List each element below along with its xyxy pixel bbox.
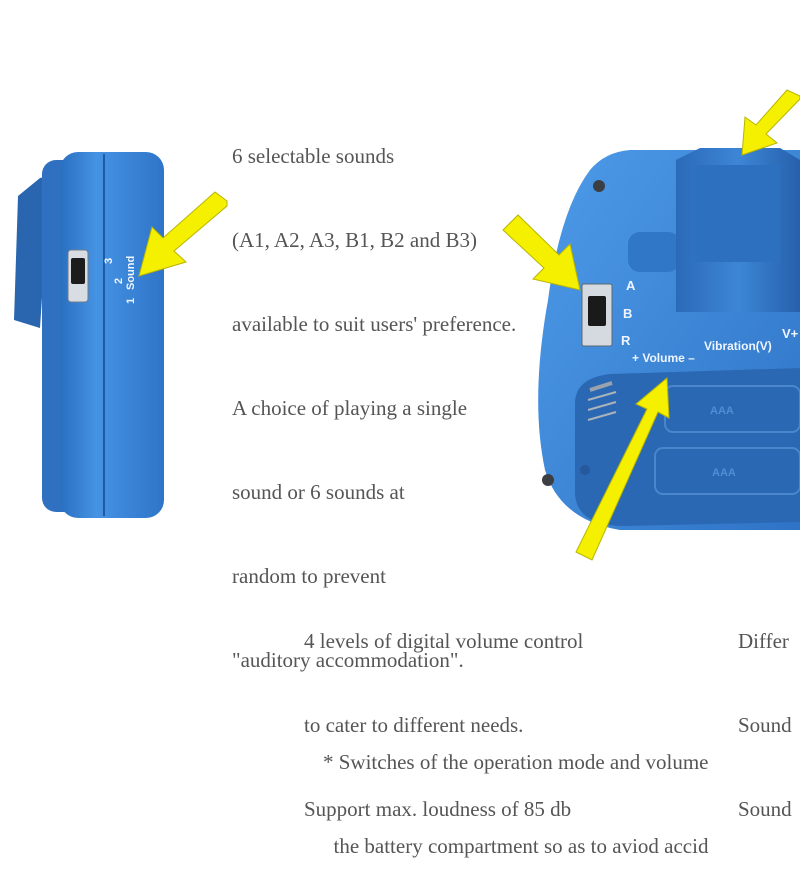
product-photo: 1 2 3 Sound A B R + Volume – Vibration(V…	[14, 89, 800, 561]
caption-line: sound or 6 sounds at	[232, 480, 405, 504]
caption-line: Differ	[738, 629, 789, 653]
caption-line: (A1, A2, A3, B1, B2 and B3)	[232, 228, 478, 252]
side-num-3: 3	[103, 258, 115, 264]
sound-switch-knob	[71, 258, 85, 284]
caption-line: to cater to different needs.	[304, 713, 524, 737]
mode-switch-knob	[588, 296, 606, 326]
caption-line: 4 levels of digital volume control	[304, 629, 584, 653]
caption-line: 6 selectable sounds	[232, 144, 395, 168]
screw-bottom-left	[542, 474, 554, 486]
caption-line: Sound	[738, 797, 792, 821]
callout-arrows	[138, 89, 800, 561]
vibration-label: Vibration(V)	[704, 339, 772, 353]
caption-line: A choice of playing a single	[232, 396, 468, 420]
caption-line: Sound	[738, 713, 792, 737]
arrow-side-switch	[138, 191, 228, 277]
mode-letter-a: A	[626, 278, 636, 293]
side-body	[60, 152, 164, 518]
screw-top-left	[593, 180, 605, 192]
caption-line: random to prevent	[232, 564, 386, 588]
arrow-belt-clip	[741, 89, 800, 156]
device-side-view: 1 2 3 Sound	[14, 152, 164, 518]
clip-center	[695, 165, 780, 262]
arrow-volume	[575, 376, 670, 561]
caption-line: "auditory accommodation".	[232, 648, 464, 672]
caption-line: available to suit users' preference.	[232, 312, 517, 336]
v-plus-label: V+	[782, 326, 799, 341]
mode-letter-r: R	[621, 333, 631, 348]
sounds-caption: 6 selectable sounds (A1, A2, A3, B1, B2 …	[232, 86, 516, 702]
compartment-post	[580, 465, 590, 475]
mode-letter-b: B	[623, 306, 632, 321]
caption-line: the battery compartment so as to aviod a…	[323, 834, 709, 858]
battery-spring-coils	[587, 391, 617, 421]
clip-mount-left	[628, 232, 680, 272]
side-label-block: 1 2 3 Sound	[103, 256, 137, 304]
cropped-caption: Differ Sound Sound	[738, 571, 792, 851]
battery-slot-2	[654, 447, 800, 495]
volume-label: + Volume –	[632, 351, 695, 365]
device-back-view: A B R + Volume – Vibration(V) V+ AAA AAA	[538, 148, 800, 530]
battery-mark-2: AAA	[712, 467, 736, 479]
caption-line: * Switches of the operation mode and vol…	[323, 750, 709, 774]
battery-spring	[589, 381, 613, 392]
battery-mark-1: AAA	[710, 405, 734, 417]
side-sound-label: Sound	[125, 256, 137, 290]
side-num-1: 1	[125, 298, 137, 304]
arrow-mode-switch	[502, 214, 581, 291]
footnote: * Switches of the operation mode and vol…	[323, 692, 709, 888]
side-num-2: 2	[113, 278, 125, 284]
